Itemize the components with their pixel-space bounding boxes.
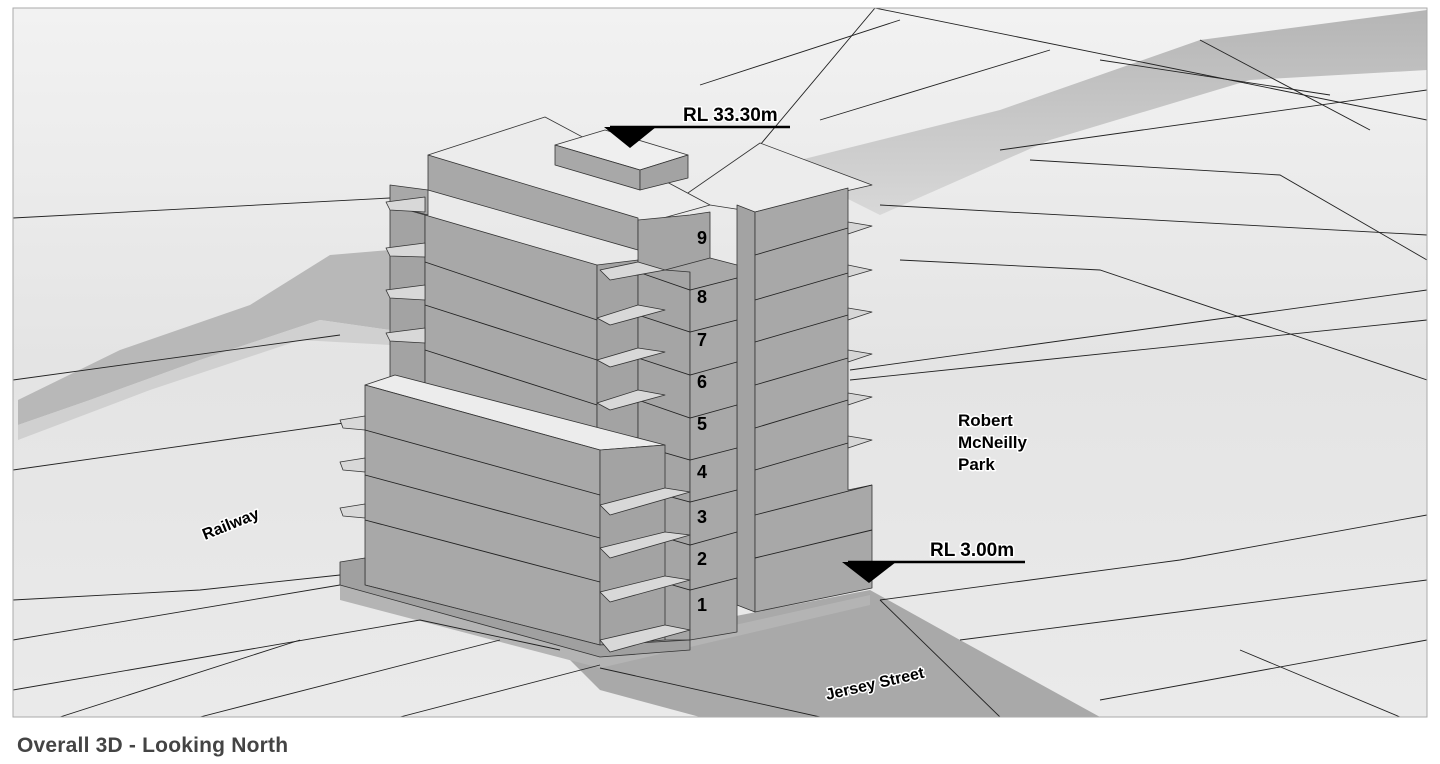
level-triangle-icon [842, 562, 896, 583]
svg-text:Robert: Robert [958, 411, 1013, 430]
level-7: 7 [697, 330, 707, 350]
level-triangle-icon [604, 127, 656, 148]
level-6: 6 [697, 372, 707, 392]
level-numbers: 9 8 7 6 5 4 3 2 1 [697, 228, 707, 615]
level-5: 5 [697, 414, 707, 434]
rl-marker-top: RL 33.30m [604, 104, 790, 148]
3d-massing-view: RL 33.30m RL 3.00m 9 8 7 6 5 4 3 2 1 Rob… [12, 7, 1428, 718]
building [339, 116, 873, 658]
level-3: 3 [697, 507, 707, 527]
level-4: 4 [697, 462, 707, 482]
level-1: 1 [697, 595, 707, 615]
rl-marker-ground: RL 3.00m [842, 539, 1025, 583]
level-9: 9 [697, 228, 707, 248]
figure-caption: Overall 3D - Looking North [17, 734, 289, 757]
level-8: 8 [697, 287, 707, 307]
park-label: Robert McNeilly Park [957, 410, 1030, 476]
level-2: 2 [697, 549, 707, 569]
svg-text:Park: Park [958, 455, 995, 474]
svg-text:McNeilly: McNeilly [958, 433, 1028, 452]
rl-ground-label: RL 3.00m [930, 540, 1014, 561]
rl-top-label: RL 33.30m [683, 105, 778, 126]
